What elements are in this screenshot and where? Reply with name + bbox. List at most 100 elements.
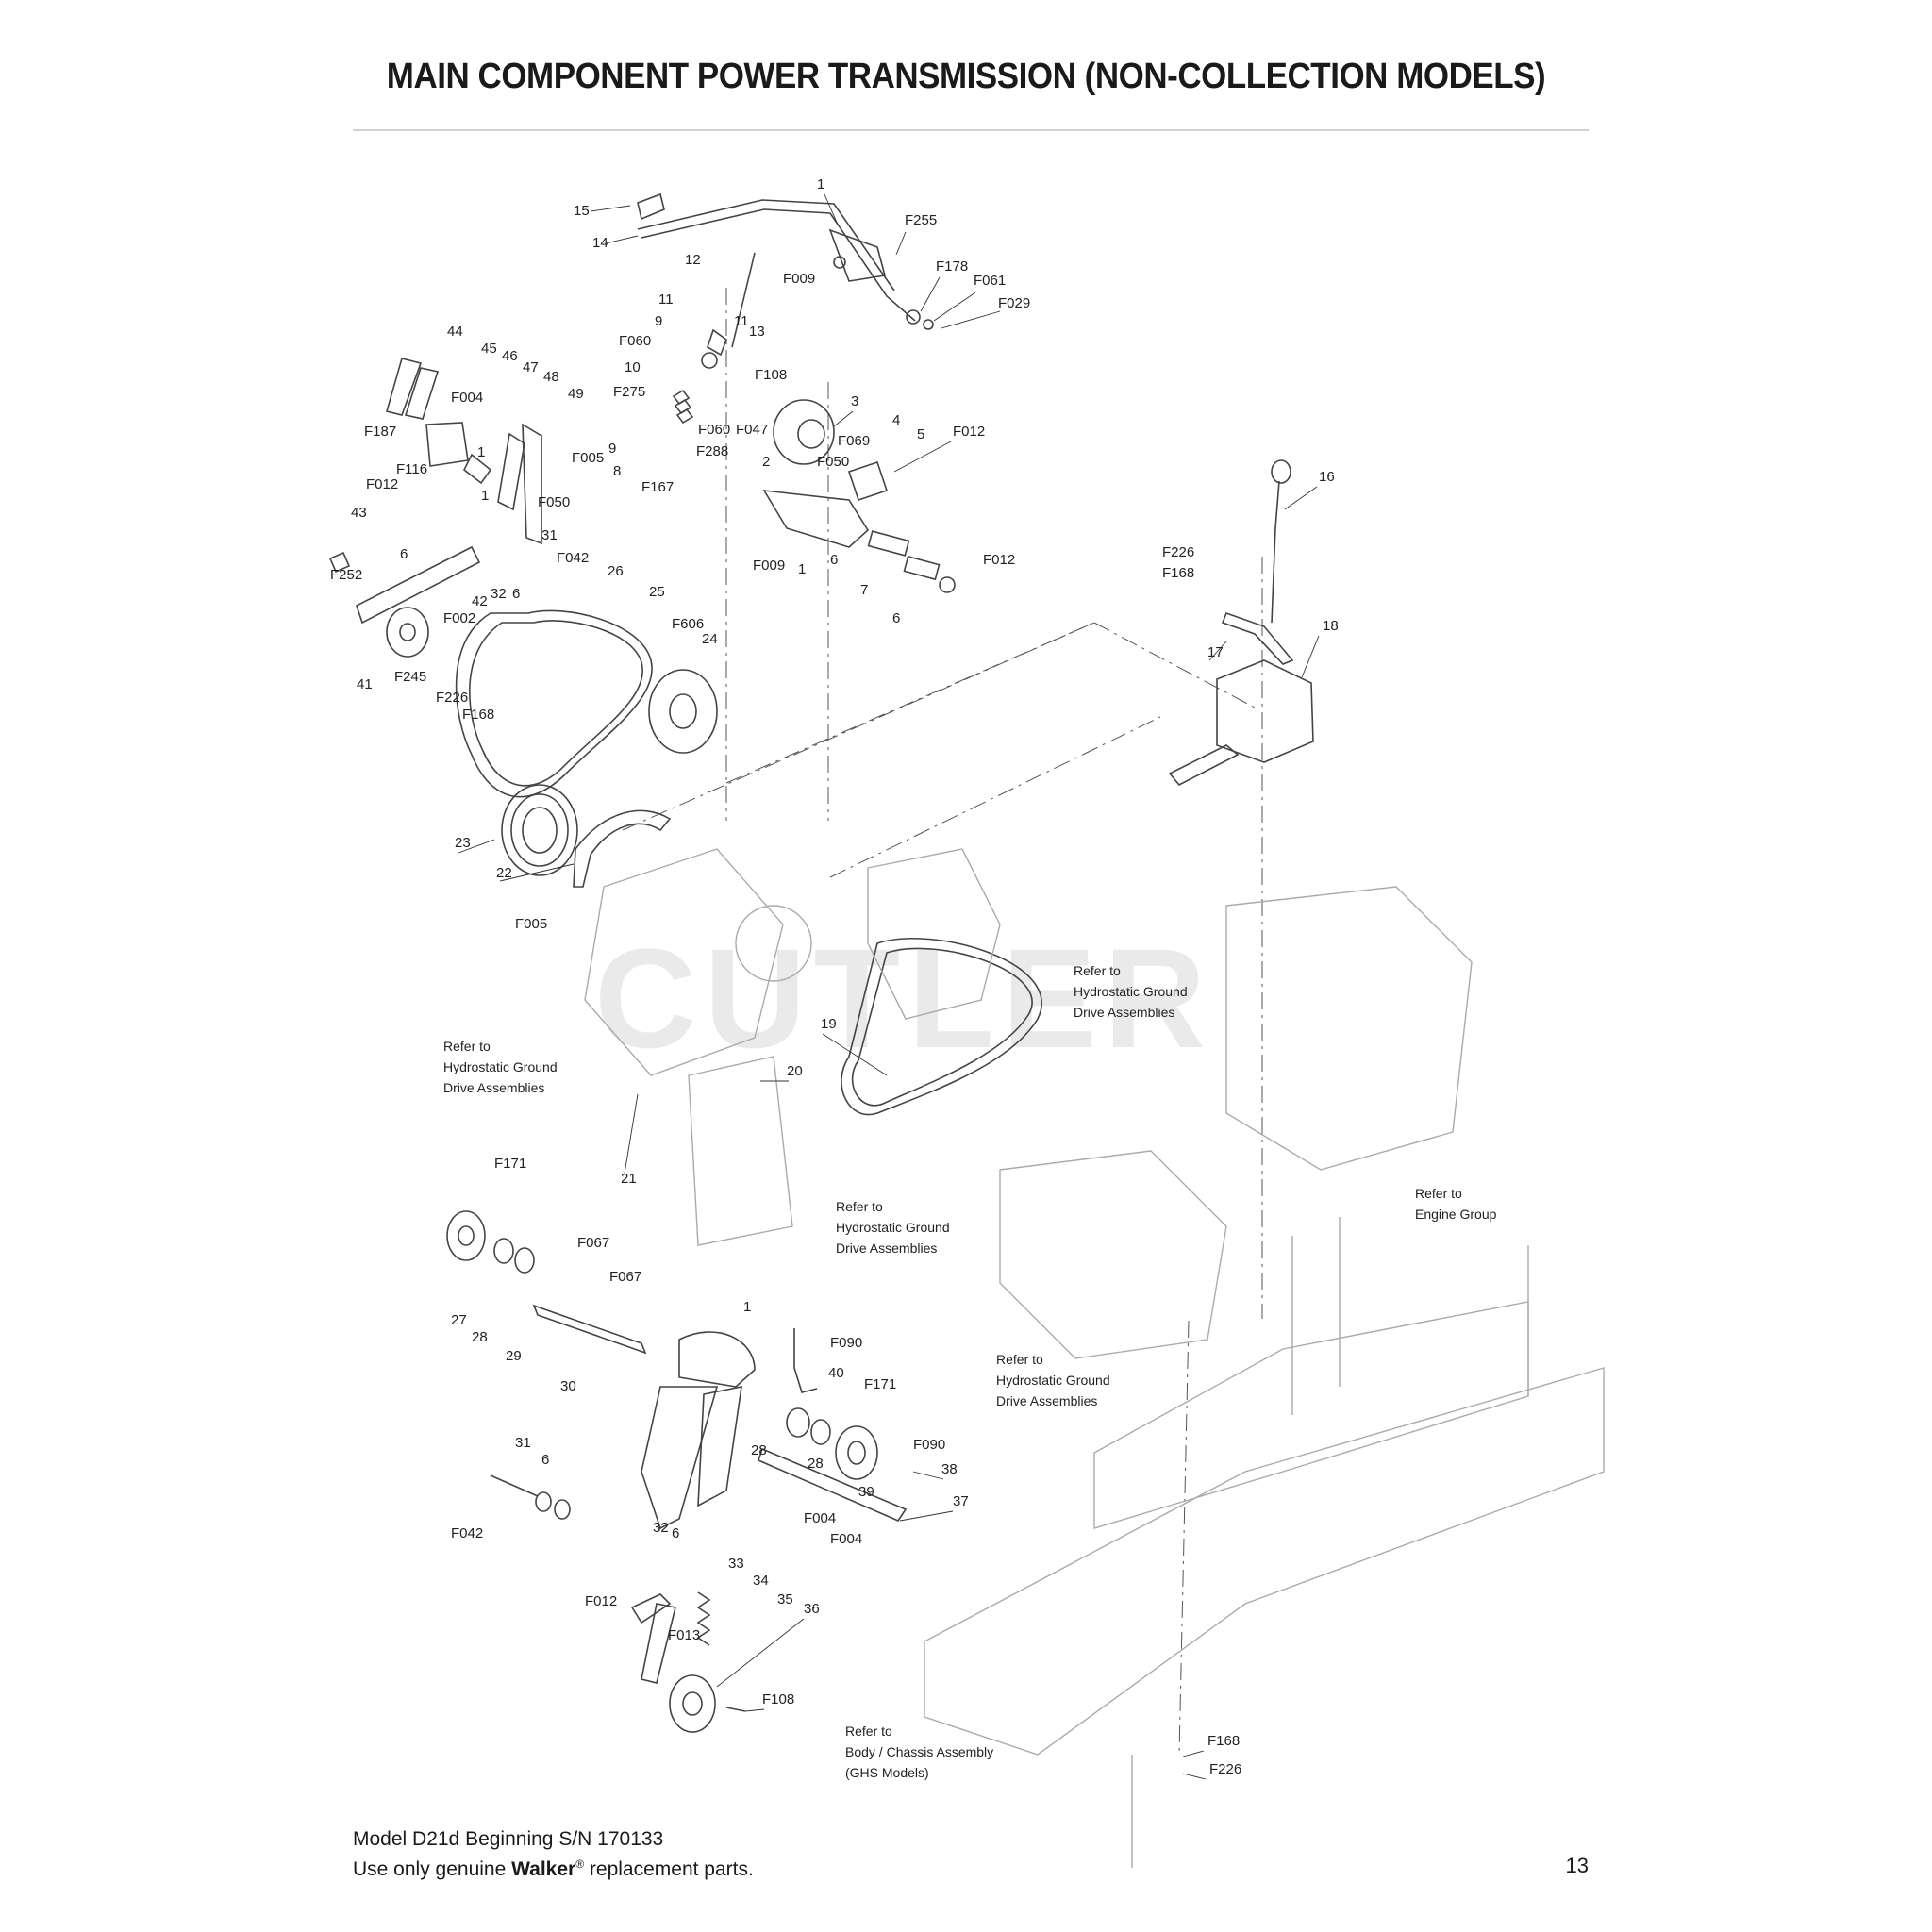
callout-label: F288 xyxy=(696,443,728,459)
callout-label: 9 xyxy=(655,313,662,329)
callout-label: 6 xyxy=(830,552,838,568)
callout-label: F090 xyxy=(913,1437,945,1453)
background-assemblies xyxy=(584,848,1605,1868)
callout-label: 27 xyxy=(451,1312,467,1328)
callout-label: 31 xyxy=(541,527,558,543)
callout-label: 19 xyxy=(821,1016,837,1032)
callout-label: F060 xyxy=(619,333,651,349)
reference-note-line: (GHS Models) xyxy=(845,1765,929,1780)
callout-label: F012 xyxy=(585,1593,617,1609)
callout-label: F090 xyxy=(830,1335,862,1351)
callout-label: F047 xyxy=(736,422,768,438)
callout-label: 17 xyxy=(1208,644,1224,660)
callout-label: 31 xyxy=(515,1435,531,1451)
callout-label: F171 xyxy=(494,1156,526,1172)
reference-note-line: Hydrostatic Ground xyxy=(1074,984,1188,999)
callout-label: 42 xyxy=(472,593,488,609)
callout-label: F275 xyxy=(613,384,645,400)
callout-label: F226 xyxy=(1209,1761,1241,1777)
callout-label: 48 xyxy=(543,369,559,385)
callout-label: F005 xyxy=(572,450,604,466)
callout-label: 21 xyxy=(621,1171,637,1187)
footer-parts-prefix: Use only genuine xyxy=(353,1858,512,1880)
callout-label: F004 xyxy=(804,1510,836,1526)
callout-label: 13 xyxy=(749,324,765,340)
reference-note-line: Refer to xyxy=(1074,963,1121,978)
callout-label: 25 xyxy=(649,584,665,600)
callout-label: 6 xyxy=(892,610,900,626)
callout-label: F061 xyxy=(974,273,1006,289)
callout-label: 11 xyxy=(658,291,674,308)
reference-note-line: Drive Assemblies xyxy=(443,1080,544,1095)
callout-label: 30 xyxy=(560,1378,576,1394)
callout-label: F012 xyxy=(983,552,1015,568)
callout-label: F029 xyxy=(998,295,1030,311)
footer-parts-note: Use only genuine Walker® replacement par… xyxy=(353,1852,754,1882)
callout-label: F245 xyxy=(394,669,426,685)
reference-note-line: Refer to xyxy=(443,1039,491,1054)
page-number: 13 xyxy=(1565,1854,1589,1877)
callout-label: 20 xyxy=(787,1063,803,1079)
reference-note-line: Refer to xyxy=(845,1724,892,1739)
reference-note-line: Refer to xyxy=(1415,1186,1462,1201)
callout-label: 2 xyxy=(762,454,770,470)
reference-note-line: Hydrostatic Ground xyxy=(443,1059,558,1074)
callout-label: F009 xyxy=(783,271,815,287)
callout-label: 32 xyxy=(653,1520,669,1536)
callout-label: F108 xyxy=(755,367,787,383)
callout-label: 36 xyxy=(804,1601,820,1617)
reference-note-line: Body / Chassis Assembly xyxy=(845,1744,993,1759)
callout-label: 22 xyxy=(496,865,512,881)
callout-label: F067 xyxy=(577,1235,609,1251)
callout-label: F252 xyxy=(330,567,362,583)
watermark: CUTLER xyxy=(594,919,1213,1077)
callout-label: F606 xyxy=(672,616,704,632)
callout-label: 6 xyxy=(400,546,408,562)
callout-label: 1 xyxy=(743,1299,751,1315)
callout-label: 7 xyxy=(860,582,868,598)
callout-label: 24 xyxy=(702,631,718,647)
gearbox-assembly xyxy=(1168,459,1314,787)
callout-label: F069 xyxy=(838,433,870,449)
callout-label: F168 xyxy=(1208,1733,1240,1749)
callout-label: F012 xyxy=(953,424,985,440)
callout-label: 41 xyxy=(357,676,373,692)
reference-note-line: Drive Assemblies xyxy=(1074,1005,1174,1020)
page-title: MAIN COMPONENT POWER TRANSMISSION (NON-C… xyxy=(386,57,1546,96)
callout-label: 6 xyxy=(672,1525,679,1541)
title-divider xyxy=(353,129,1589,131)
callout-label: 45 xyxy=(481,341,497,357)
callout-label: F187 xyxy=(364,424,396,440)
callout-label: 28 xyxy=(808,1456,824,1472)
callout-label: 8 xyxy=(613,463,621,479)
callout-label: F255 xyxy=(905,212,937,228)
callout-label: 9 xyxy=(608,441,616,457)
callout-label: 6 xyxy=(541,1452,549,1468)
footer-brand: Walker xyxy=(511,1858,576,1880)
callout-label: 4 xyxy=(892,412,900,428)
reference-note-line: Refer to xyxy=(836,1199,883,1214)
callout-label: F060 xyxy=(698,422,730,438)
callout-label: F012 xyxy=(366,476,398,492)
belts xyxy=(455,609,1042,1116)
callout-label: F226 xyxy=(1162,544,1194,560)
callout-label: F167 xyxy=(641,479,674,495)
callout-label: F042 xyxy=(451,1525,483,1541)
callout-label: F108 xyxy=(762,1691,794,1707)
callout-label: 1 xyxy=(817,176,824,192)
callout-label: 6 xyxy=(512,586,520,602)
callout-label: F013 xyxy=(668,1627,700,1643)
callout-label: 32 xyxy=(491,586,507,602)
callout-label: 46 xyxy=(502,348,518,364)
callout-label: F042 xyxy=(557,550,589,566)
callout-label: F168 xyxy=(462,707,494,723)
callout-label: 38 xyxy=(941,1461,958,1477)
callout-label: 14 xyxy=(592,235,608,251)
callout-label: 23 xyxy=(455,835,471,851)
callout-label: 43 xyxy=(351,505,367,521)
